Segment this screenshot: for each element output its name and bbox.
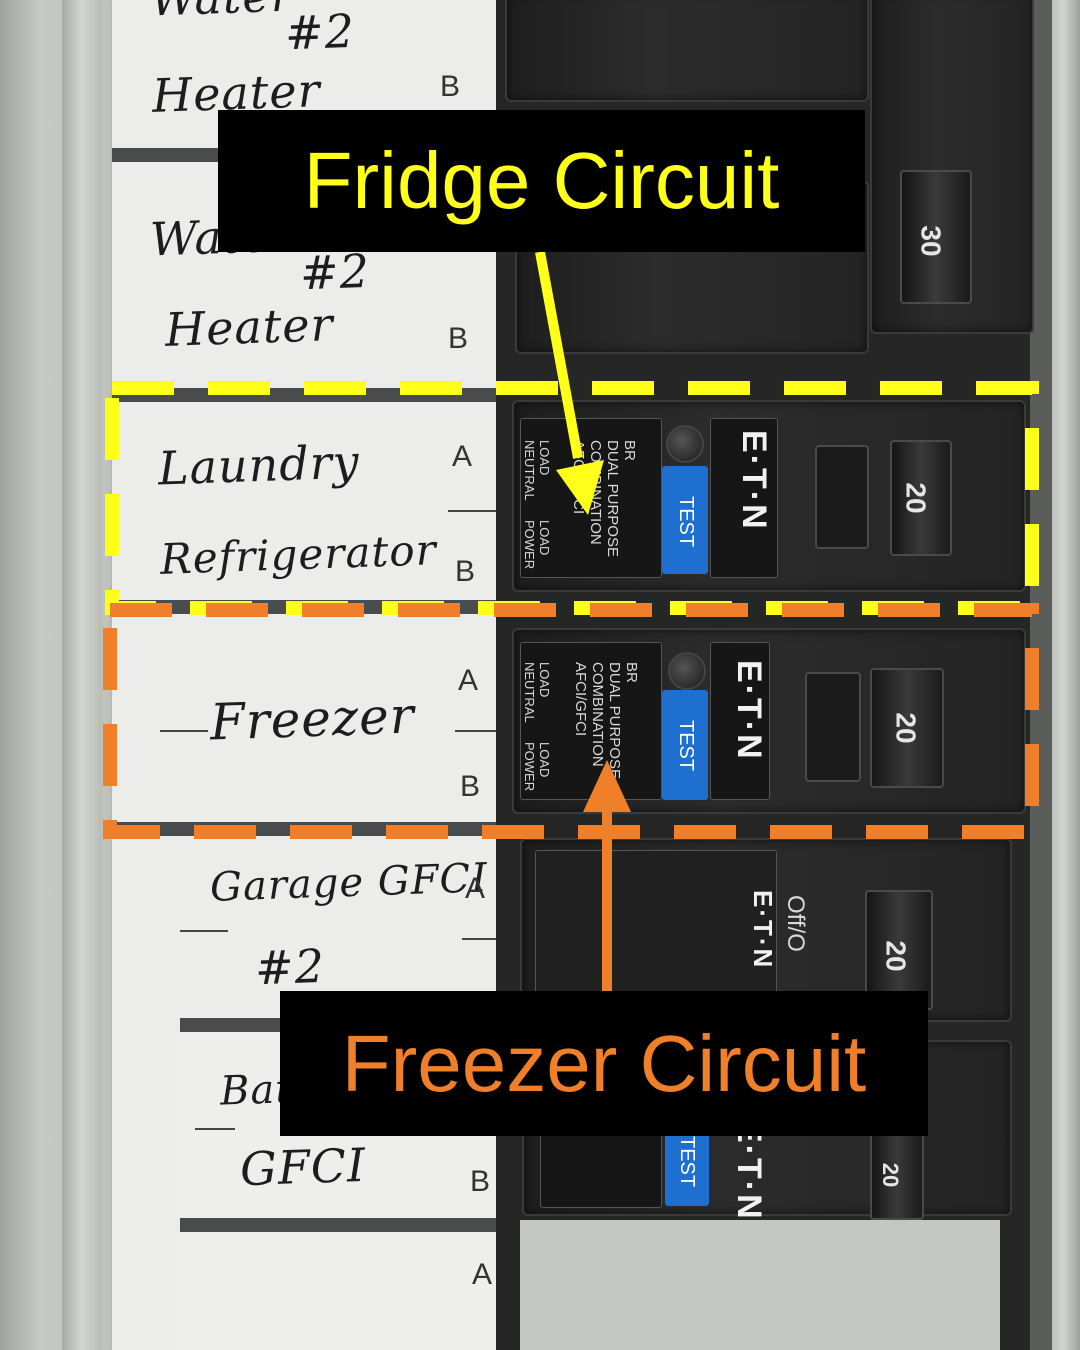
breaker-30a-handle[interactable] <box>900 170 972 304</box>
slot-divider-line <box>195 1128 235 1130</box>
freezer-circuit-highlight-box <box>103 603 1039 839</box>
slot-letter-b: B <box>448 322 469 355</box>
breaker-bathroom-label-panel <box>540 1130 662 1208</box>
freezer-circuit-label: Freezer Circuit <box>341 1018 867 1108</box>
fridge-circuit-label: Fridge Circuit <box>303 136 780 225</box>
breaker-fridge-test-button[interactable] <box>662 466 708 574</box>
breaker-fridge-handle-base <box>815 445 869 549</box>
panel-blank-cover <box>520 1220 1000 1350</box>
slot-letter-a: A <box>472 1258 493 1291</box>
slot-divider-line <box>180 930 228 932</box>
breaker-freezer-label-panel <box>520 642 662 800</box>
fridge-circuit-highlight-box <box>105 381 1039 615</box>
slot-letter-b: B <box>460 770 481 803</box>
freezer-circuit-callout: Freezer Circuit <box>280 991 928 1136</box>
breaker-top-left[interactable] <box>505 0 869 102</box>
slot-letter-b: B <box>470 1165 491 1198</box>
breaker-freezer-handle-base <box>805 672 861 782</box>
breaker-column-rail <box>1030 0 1052 1350</box>
slot-letter-a: A <box>465 872 486 905</box>
slot-divider-line <box>455 730 500 732</box>
breaker-freezer-brand-panel <box>710 642 770 800</box>
breaker-garage-handle[interactable] <box>865 890 933 1010</box>
breaker-freezer-indicator-led <box>668 652 706 690</box>
slot-letter-a: A <box>452 440 473 473</box>
fridge-arrow-icon <box>535 251 604 515</box>
breaker-bathroom-handle[interactable] <box>870 1120 924 1220</box>
slot-divider-line <box>462 938 507 940</box>
slot-letter-b: B <box>455 555 476 588</box>
panel-cover-left-edge <box>62 0 102 1350</box>
breaker-freezer-handle[interactable] <box>870 668 944 788</box>
slot-divider-line <box>448 510 498 512</box>
slot-letter-a: A <box>458 664 479 697</box>
freezer-arrow-icon <box>583 760 631 1000</box>
breaker-fridge-brand-panel <box>710 418 778 578</box>
breaker-freezer-test-button[interactable] <box>662 690 708 800</box>
slot-divider-line <box>160 730 208 732</box>
directory-divider <box>180 1218 520 1232</box>
breaker-fridge-indicator-led <box>666 425 704 463</box>
breaker-fridge-handle[interactable] <box>890 440 952 556</box>
fridge-circuit-callout: Fridge Circuit <box>218 110 865 252</box>
slot-letter-b: B <box>440 70 461 103</box>
